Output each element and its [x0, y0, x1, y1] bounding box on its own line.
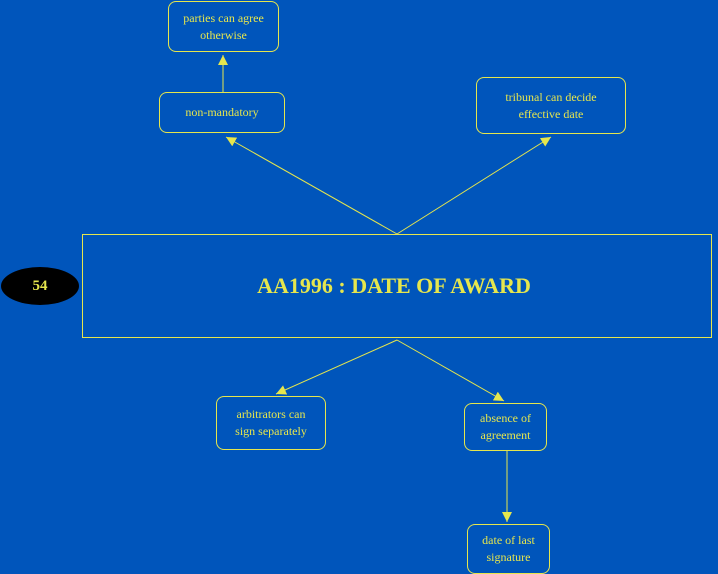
- arrow-to-absence: [396, 339, 505, 402]
- arrow-to-non-mandatory: [225, 136, 398, 235]
- section-number-badge: 54: [1, 267, 79, 305]
- main-topic-box: AA1996 : DATE OF AWARD: [82, 234, 712, 338]
- main-title: AA1996 : DATE OF AWARD: [257, 273, 531, 298]
- node-tribunal-can-decide: tribunal can decide effective date: [476, 77, 626, 134]
- node-date-of-last-signature: date of last signature: [467, 524, 550, 574]
- arrow-to-tribunal: [396, 136, 552, 235]
- node-arbitrators-can-sign: arbitrators can sign separately: [216, 396, 326, 450]
- arrow-to-arbitrators: [275, 339, 398, 395]
- node-non-mandatory: non-mandatory: [159, 92, 285, 133]
- node-absence-of-agreement: absence of agreement: [464, 403, 547, 451]
- node-parties-can-agree: parties can agree otherwise: [168, 1, 279, 52]
